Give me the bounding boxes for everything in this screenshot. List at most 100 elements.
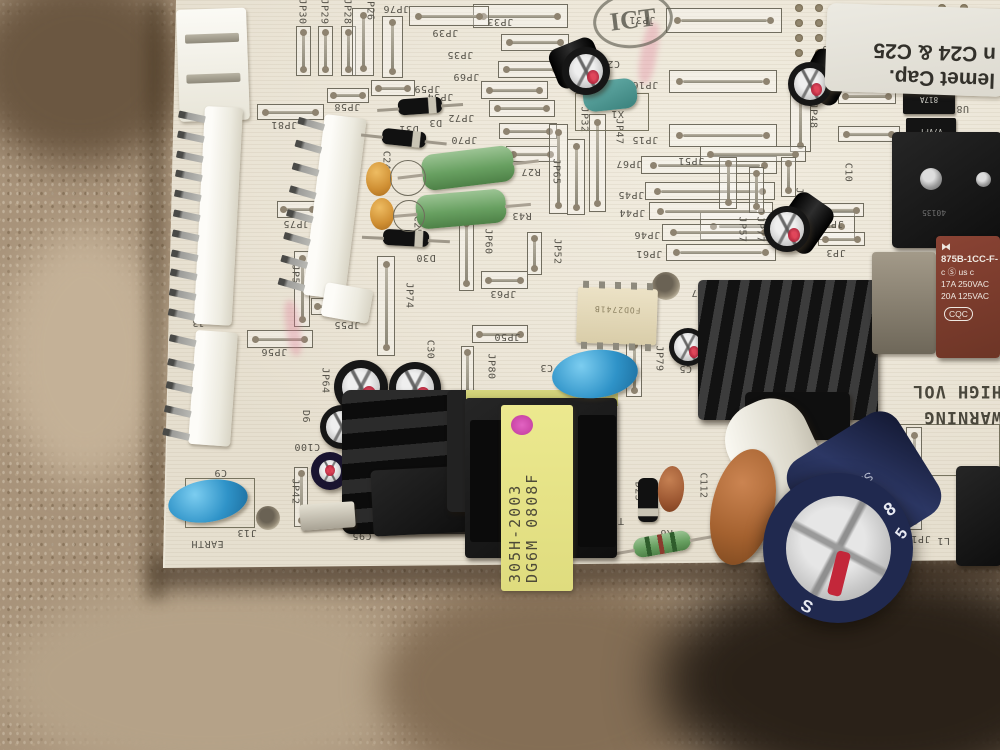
- silk-label-c112: C112: [697, 472, 709, 499]
- silk-label-jp46: JP46: [634, 229, 661, 240]
- silk-label-jp15: JP15: [632, 134, 659, 145]
- relay-gray-bracket: [872, 252, 936, 354]
- jumper-42: [459, 216, 474, 291]
- silk-label-jp60: JP60: [482, 228, 494, 255]
- silk-label-r43: R43: [512, 210, 532, 221]
- silk-label-jp56: JP56: [261, 346, 288, 357]
- jumper-31: [549, 124, 568, 214]
- jumper-18: [838, 126, 900, 142]
- u8-top-marking: 817A: [919, 94, 939, 104]
- jumper-35: [327, 88, 369, 103]
- silk-label-d3: D3: [429, 117, 443, 128]
- relay-black-screw-2: [976, 172, 991, 187]
- jumper-40: [247, 330, 313, 348]
- big-cap-glyph-s: S: [797, 595, 817, 618]
- silk-label-jp3: JP3: [826, 247, 846, 258]
- jumper-43: [527, 232, 542, 275]
- silk-label-c9: C9: [214, 467, 228, 478]
- silk-label-jp48: JP48: [807, 102, 819, 129]
- jumper-32: [567, 139, 585, 215]
- u10-part-number: FOD2741B: [593, 303, 641, 315]
- silk-circle-c24: [390, 160, 426, 196]
- connector-j1: [176, 7, 250, 122]
- silk-label-r27: R27: [521, 166, 541, 177]
- jumper-21: [818, 232, 865, 246]
- silk-label-u8: U8: [956, 103, 970, 114]
- silk-label-jp65: JP65: [550, 158, 562, 185]
- jumper-1: [318, 26, 333, 76]
- silk-label-jp67: JP67: [616, 158, 643, 169]
- connector-slot: [185, 32, 239, 44]
- jumper-34: [371, 80, 415, 96]
- transformer-label-line1: 305H-2003: [506, 483, 524, 583]
- pad-grid-0-dot: [815, 34, 823, 42]
- pad-grid-0-dot: [795, 4, 803, 12]
- relay-black: 40135: [892, 132, 1000, 248]
- transformer-label-text: 305H-2003 DG6M 0808F: [506, 433, 569, 583]
- relay-black-marking: 40135: [922, 208, 947, 217]
- silk-label-jp69: JP69: [453, 71, 480, 82]
- tantalum-cap-c25: [370, 198, 394, 230]
- silk-label-jp39: JP39: [432, 27, 459, 38]
- jumper-29: [719, 157, 737, 209]
- silk-label-c3: C3: [540, 362, 554, 373]
- jumper-15: [669, 124, 777, 147]
- silk-label-jp70: JP70: [451, 134, 478, 145]
- silk-label-jp35: JP35: [447, 49, 474, 60]
- silk-label-jp64: JP64: [319, 367, 331, 394]
- silk-label-j13: J13: [237, 527, 257, 538]
- carpet-light-patch-left: [0, 230, 170, 480]
- silk-label-jp52: JP52: [551, 238, 563, 265]
- ict-stamp: ICT: [589, 0, 677, 53]
- tantalum-cap-c24: [366, 162, 392, 196]
- silk-label-jp72: JP72: [448, 112, 475, 123]
- relay-badge: CQC: [944, 307, 973, 321]
- jumper-9: [481, 81, 548, 99]
- silk-label-jp1: JP1: [911, 533, 931, 544]
- jumper-26: [666, 244, 776, 261]
- silk-label-jp59: JP59: [414, 83, 441, 94]
- cap-c2: [562, 47, 610, 95]
- silk-label-jp76: JP76: [383, 3, 410, 14]
- relay-black-screw-1: [920, 168, 942, 190]
- jumper-10: [489, 100, 555, 117]
- relay-model: 875B-1CC-F-: [941, 254, 999, 265]
- sticker-text: lemet Cap. n C24 & C25: [829, 7, 1000, 93]
- jumper-13: [666, 8, 782, 33]
- silk-label-jp33: JP33: [487, 16, 514, 27]
- transformer-yellow-label: 305H-2003 DG6M 0808F: [501, 405, 573, 591]
- silk-label-jp74: JP74: [403, 282, 415, 309]
- silk-label-jp26: JP26: [364, 0, 376, 21]
- jumper-4: [382, 16, 403, 78]
- jumper-44: [481, 271, 528, 289]
- transformer-label-line2: DG6M 0808F: [523, 472, 541, 583]
- relay-cert: c Ⓢ us c: [941, 267, 975, 277]
- pad-grid-0-dot: [815, 4, 823, 12]
- silk-label-jp79: JP79: [653, 345, 665, 372]
- diode-d23: [638, 478, 658, 522]
- connector-j13: [162, 330, 238, 447]
- silk-label-jp61: JP61: [636, 248, 663, 259]
- connector-slot: [186, 72, 241, 84]
- silk-label-d30: D30: [416, 252, 436, 263]
- silk-label-jp28: JP28: [341, 0, 353, 25]
- pad-grid-0-dot: [795, 34, 803, 42]
- silk-label-jp29: JP29: [318, 0, 330, 25]
- jumper-41: [377, 256, 395, 356]
- pad-grid-0-dot: [795, 49, 803, 57]
- carpet-patch-bottomleft: [0, 580, 420, 750]
- big-cap-glyph-5: 5: [892, 525, 912, 543]
- jumper-30: [749, 167, 764, 213]
- mounting-hole-bottomleft: [256, 506, 280, 530]
- cap-c10: [764, 206, 810, 252]
- jumper-27: [700, 146, 806, 162]
- pad-grid-0-dot: [815, 19, 823, 27]
- transformer-winding-right: [578, 415, 616, 547]
- relay-rating-1: 17A 250VAC: [941, 279, 990, 289]
- silk-label-c10: C10: [842, 162, 854, 183]
- silk-label-jp63: JP63: [490, 288, 517, 299]
- relay-rating-2: 20A 125VAC: [941, 291, 990, 301]
- jumper-33: [589, 114, 606, 212]
- jumper-36: [257, 104, 324, 120]
